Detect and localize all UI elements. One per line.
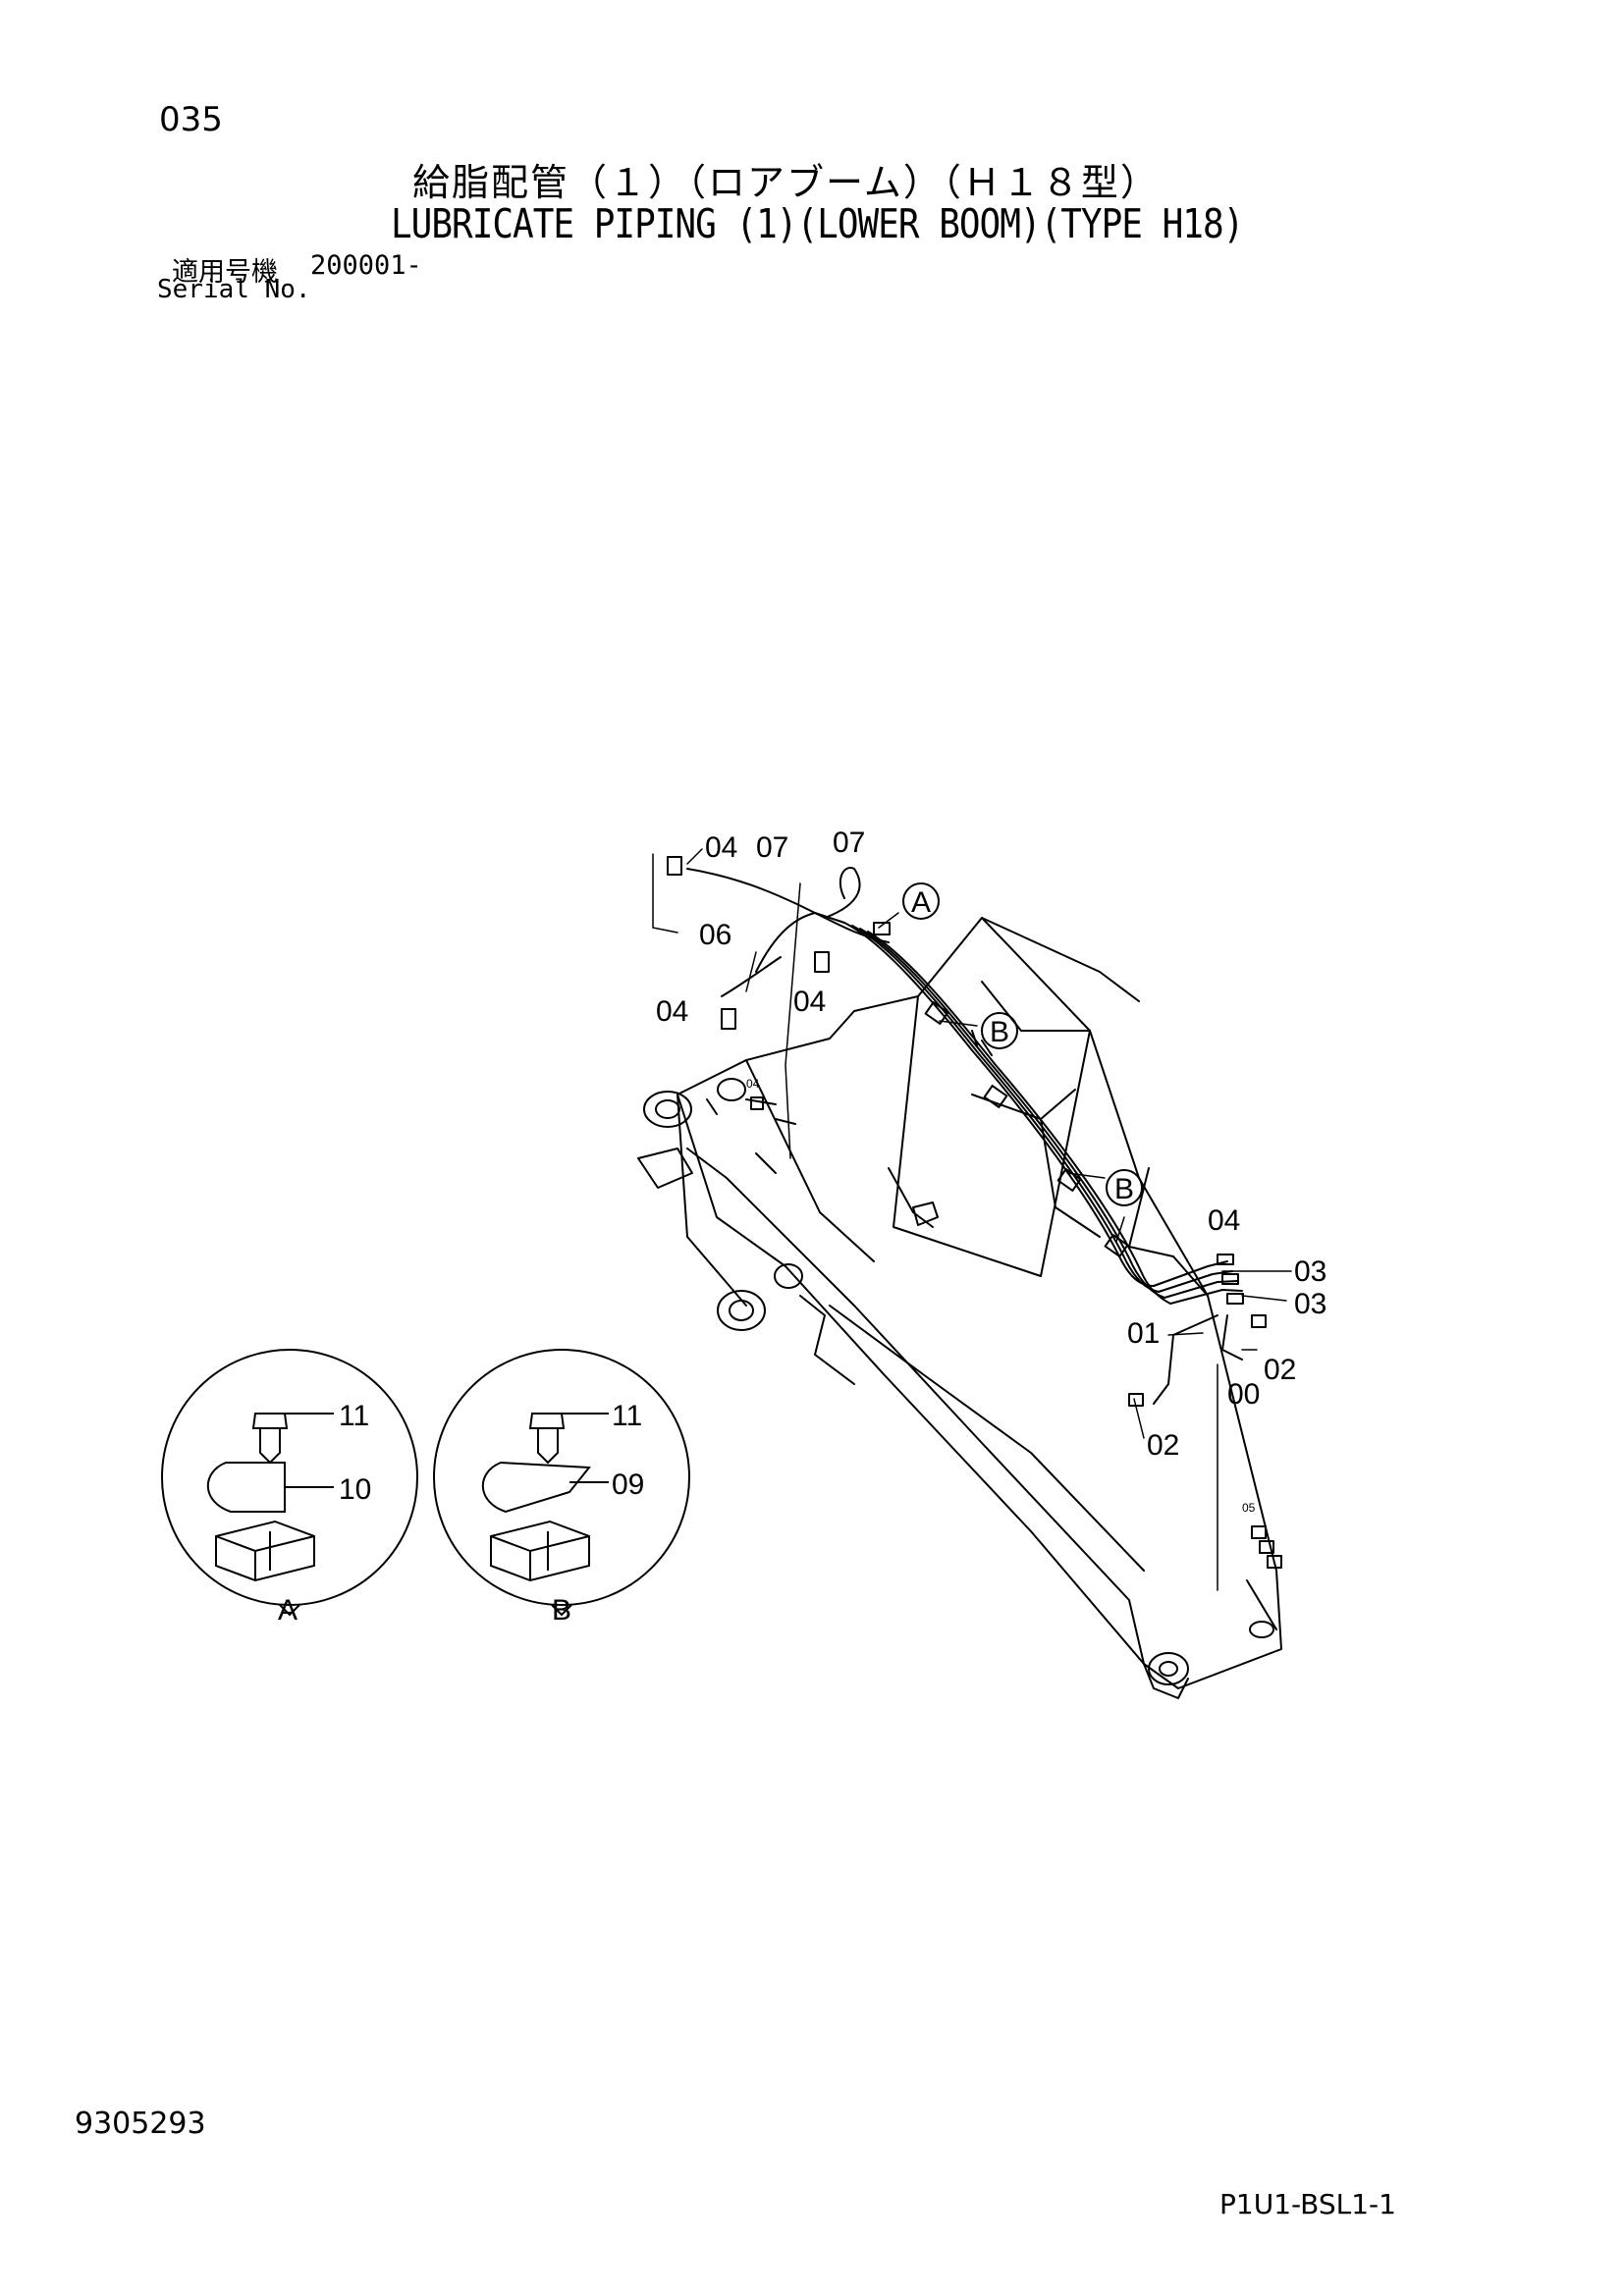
detail-view-b (433, 1349, 690, 1617)
detail-a-callout-10: 10 (339, 1473, 371, 1506)
callout-03-a: 03 (1294, 1255, 1326, 1288)
callout-06: 06 (699, 919, 731, 951)
detail-a-label: A (278, 1594, 298, 1627)
callout-07-a: 07 (756, 831, 788, 864)
callout-04-top: 04 (705, 831, 737, 864)
detail-b-label: B (552, 1594, 571, 1627)
view-mark-a: A (911, 886, 931, 919)
callout-04-mid: 04 (793, 986, 826, 1018)
callout-07-b: 07 (833, 827, 865, 859)
detail-b-callout-09: 09 (612, 1468, 644, 1501)
boom-pins (637, 1078, 1274, 1685)
document-number: 9305293 (75, 2107, 206, 2141)
callout-04-right: 04 (1208, 1204, 1240, 1237)
callout-00: 00 (1227, 1378, 1260, 1411)
serial-value: 200001- (310, 250, 422, 281)
view-mark-b-2: B (1114, 1173, 1134, 1205)
detail-a-callout-11: 11 (339, 1400, 369, 1432)
callout-03-b: 03 (1294, 1288, 1326, 1320)
callout-04-left: 04 (656, 995, 688, 1028)
callout-01: 01 (1127, 1317, 1160, 1350)
view-mark-b-1: B (990, 1016, 1009, 1048)
grease-pipes (686, 867, 1243, 1405)
callout-05: 05 (1242, 1501, 1256, 1515)
callout-02-a: 02 (1147, 1429, 1179, 1462)
pipe-clamps (667, 856, 1282, 1569)
title-english: LUBRICATE PIPING (1)(LOWER BOOM)(TYPE H1… (391, 201, 1244, 248)
serial-label-english: Serial No. (157, 275, 311, 304)
callout-02-b: 02 (1264, 1354, 1296, 1386)
serial-label-japanese: 適用号機 (172, 257, 278, 288)
view-mark-circles (902, 882, 1143, 1206)
callout-04-small: 04 (746, 1077, 760, 1091)
boom-outline (677, 917, 1282, 1699)
detail-view-a (161, 1349, 418, 1617)
title-japanese: 給脂配管（１）（ロアブーム）（Ｈ１８型） (412, 161, 1160, 204)
page-number: 035 (159, 100, 223, 139)
detail-b-callout-11: 11 (612, 1400, 642, 1432)
leader-lines (652, 848, 1292, 1591)
page-code: P1U1-BSL1-1 (1219, 2188, 1396, 2220)
